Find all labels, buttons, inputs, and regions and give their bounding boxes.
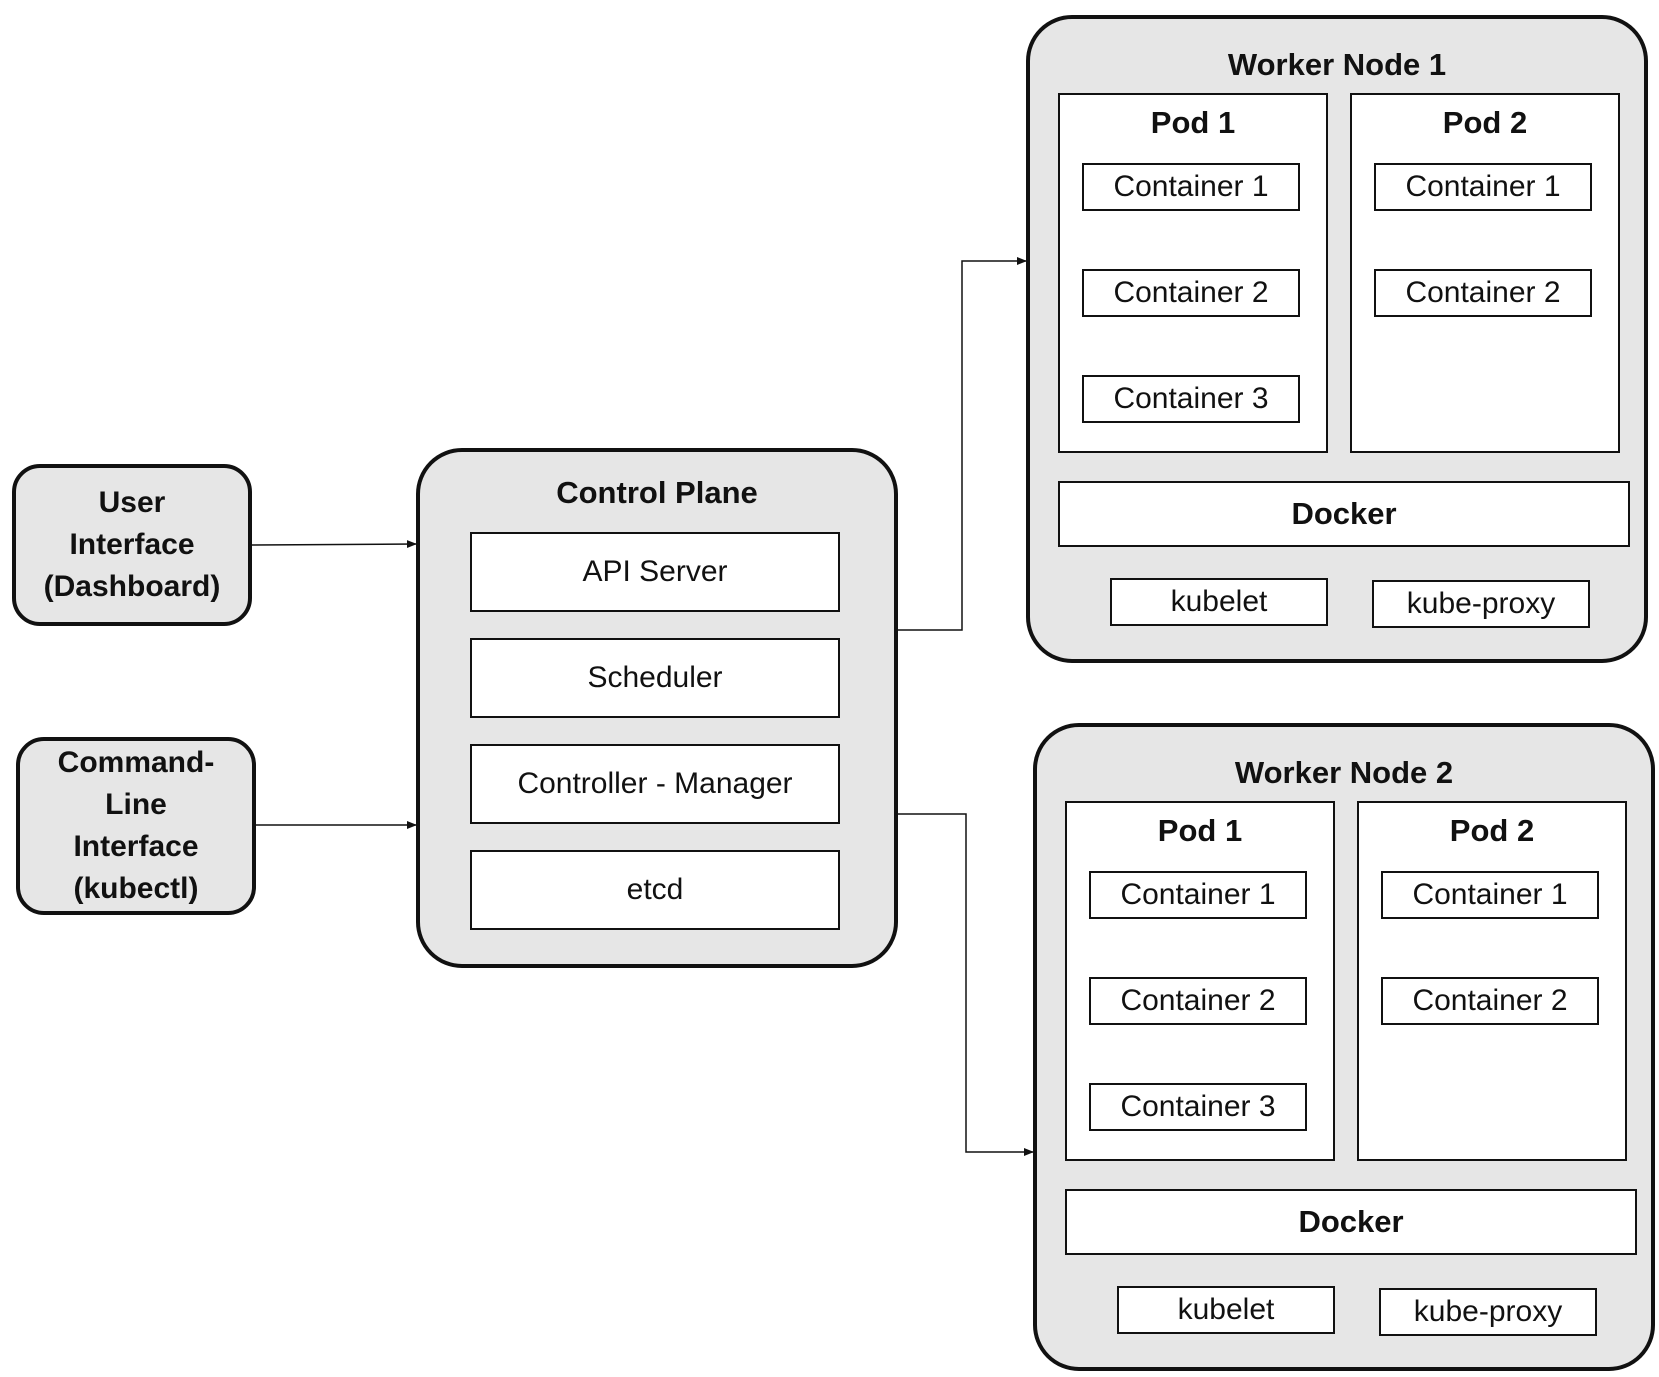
worker-node-title: Worker Node 1 — [1227, 47, 1447, 82]
pod-title: Pod 2 — [1449, 813, 1535, 848]
pod-title: Pod 1 — [1150, 105, 1236, 140]
arrow-control-plane-to-worker-2 — [898, 813, 1034, 1156]
pod-1: Pod 1 Container 1 Container 2 Container … — [1058, 93, 1328, 453]
container-2: Container 2 — [1082, 269, 1300, 317]
etcd: etcd — [470, 850, 840, 930]
control-plane: Control Plane API Server Scheduler Contr… — [416, 448, 898, 968]
pod-2: Pod 2 Container 1 Container 2 — [1350, 93, 1620, 453]
kubelet: kubelet — [1110, 578, 1328, 626]
arrow-ui-to-control-plane — [251, 540, 417, 549]
container-1: Container 1 — [1374, 163, 1592, 211]
kube-proxy: kube-proxy — [1372, 580, 1590, 628]
container-1: Container 1 — [1082, 163, 1300, 211]
kubelet: kubelet — [1117, 1286, 1335, 1334]
worker-node-2: Worker Node 2 Pod 1 Container 1 Containe… — [1033, 723, 1655, 1371]
docker-runtime: Docker — [1058, 481, 1630, 547]
worker-node-title: Worker Node 2 — [1234, 755, 1454, 790]
pod-1: Pod 1 Container 1 Container 2 Container … — [1065, 801, 1335, 1161]
command-line-interface-kubectl: Command- Line Interface (kubectl) — [16, 737, 256, 915]
pod-title: Pod 1 — [1157, 813, 1243, 848]
controller-manager: Controller - Manager — [470, 744, 840, 824]
container-3: Container 3 — [1082, 375, 1300, 423]
container-2: Container 2 — [1374, 269, 1592, 317]
control-plane-title: Control Plane — [556, 475, 758, 510]
container-2: Container 2 — [1381, 977, 1599, 1025]
docker-runtime: Docker — [1065, 1189, 1637, 1255]
pod-title: Pod 2 — [1442, 105, 1528, 140]
api-server: API Server — [470, 532, 840, 612]
kube-proxy: kube-proxy — [1379, 1288, 1597, 1336]
container-3: Container 3 — [1089, 1083, 1307, 1131]
arrow-control-plane-to-worker-1 — [898, 257, 1027, 631]
scheduler: Scheduler — [470, 638, 840, 718]
worker-node-1: Worker Node 1 Pod 1 Container 1 Containe… — [1026, 15, 1648, 663]
container-1: Container 1 — [1089, 871, 1307, 919]
container-2: Container 2 — [1089, 977, 1307, 1025]
container-1: Container 1 — [1381, 871, 1599, 919]
user-interface-dashboard: User Interface (Dashboard) — [12, 464, 252, 626]
pod-2: Pod 2 Container 1 Container 2 — [1357, 801, 1627, 1161]
